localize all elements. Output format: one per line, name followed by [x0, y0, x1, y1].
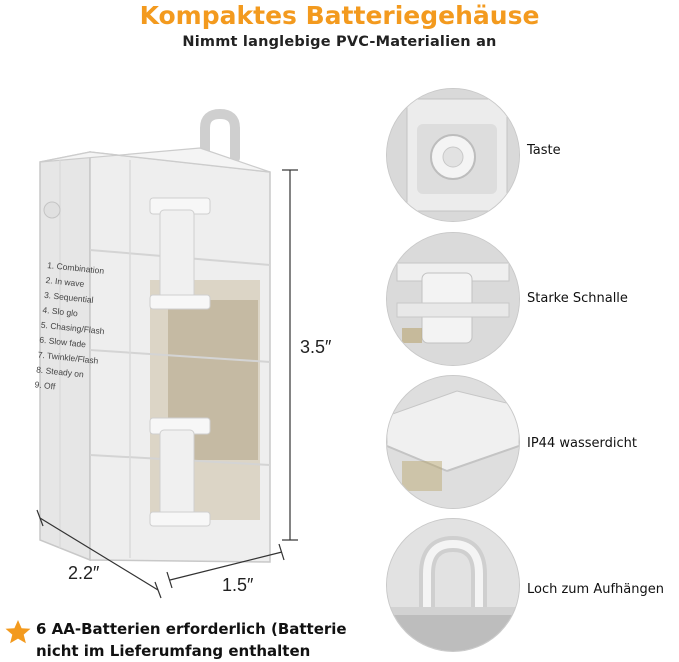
feature-label: IP44 wasserdicht [527, 436, 637, 451]
feature-label: Loch zum Aufhängen [527, 582, 664, 597]
battery-note-line: nicht im Lieferumfang enthalten [36, 642, 311, 660]
feature-circle-waterproof [386, 375, 520, 509]
feature-circle-buckle [386, 232, 520, 366]
mode-list: 1. Combination 2. In wave 3. Sequential … [34, 258, 118, 400]
page-title: Kompaktes Batteriegehäuse [139, 1, 540, 30]
page-subtitle: Nimmt langlebige PVC-Materialien an [182, 34, 497, 50]
hanging-hole-icon [387, 519, 519, 651]
battery-box-drawing [36, 108, 298, 599]
button-icon [387, 89, 519, 221]
buckle-icon [387, 233, 519, 365]
waterproof-icon [387, 376, 519, 508]
depth-dimension: 1.5″ [222, 575, 254, 595]
height-dimension: 3.5″ [300, 337, 332, 357]
star-icon [5, 620, 31, 644]
feature-label: Starke Schnalle [527, 291, 628, 306]
feature-label: Taste [527, 143, 561, 158]
feature-circle-hanging-hole [386, 518, 520, 652]
feature-circle-button [386, 88, 520, 222]
width-dimension: 2.2″ [68, 563, 100, 583]
battery-note: 6 AA-Batterien erforderlich (Batterie ni… [36, 618, 376, 662]
battery-box-illustration: 1. Combination 2. In wave 3. Sequential … [0, 100, 350, 620]
battery-note-line: 6 AA-Batterien erforderlich (Batterie [36, 620, 347, 638]
